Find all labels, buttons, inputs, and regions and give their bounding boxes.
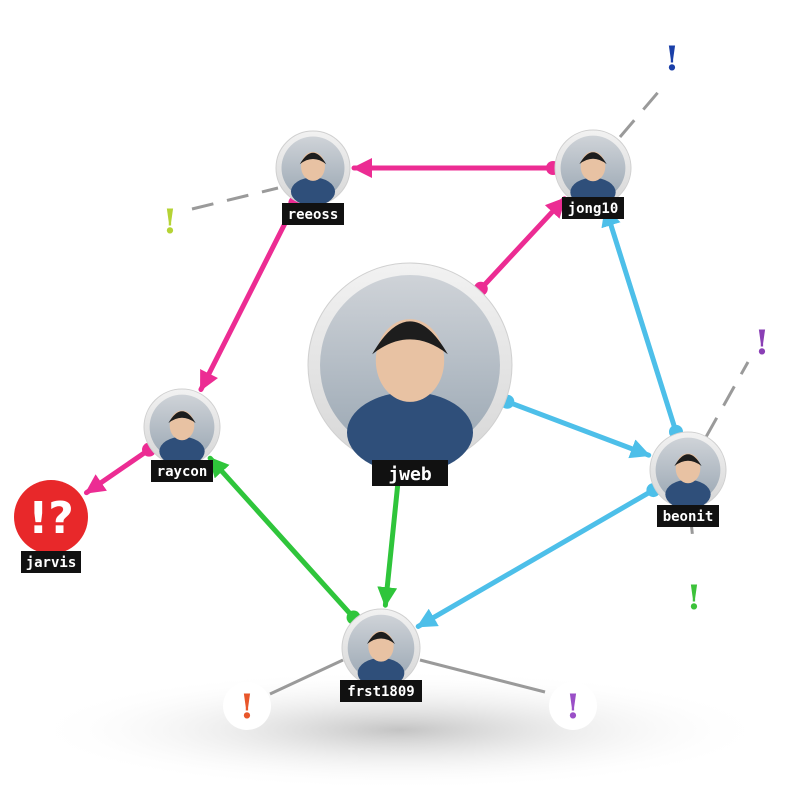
node-label-bg bbox=[282, 203, 344, 225]
node-label-bg bbox=[657, 505, 719, 527]
avatar-hair bbox=[372, 321, 448, 355]
edge-jweb-beonit bbox=[504, 399, 652, 459]
node-label-bg bbox=[372, 460, 448, 486]
unknown-avatar[interactable] bbox=[14, 480, 88, 554]
node-label: jarvis bbox=[26, 555, 77, 571]
node-jweb[interactable]: jweb bbox=[307, 262, 513, 486]
edge-reeoss-raycon bbox=[198, 200, 298, 393]
avatar-shoulders bbox=[159, 436, 205, 466]
edge-beonit-jong10 bbox=[601, 205, 679, 435]
avatar-shoulders bbox=[290, 177, 336, 206]
node-label-bg bbox=[562, 197, 624, 219]
node-label: beonit bbox=[663, 509, 714, 525]
avatar-shoulders bbox=[665, 479, 711, 509]
node-beonit[interactable]: beonit bbox=[649, 431, 727, 527]
exclamation-mark: ! bbox=[755, 323, 770, 363]
connector-line bbox=[191, 186, 279, 211]
node-jarvis[interactable]: !? jarvis bbox=[14, 480, 88, 573]
connector-line bbox=[704, 361, 750, 438]
node-raycon[interactable]: raycon bbox=[143, 388, 221, 482]
avatar-hair bbox=[168, 411, 196, 424]
node-label: frst1809 bbox=[347, 684, 414, 700]
mark-circle bbox=[549, 682, 597, 730]
node-frst1809[interactable]: frst1809 bbox=[340, 608, 422, 702]
connector-line bbox=[269, 658, 344, 696]
edge-beonit-frst1809 bbox=[415, 487, 656, 629]
node-label-bg bbox=[21, 551, 81, 573]
connector-line bbox=[618, 89, 662, 138]
node-label: raycon bbox=[157, 464, 208, 480]
avatar-hair bbox=[674, 454, 702, 467]
unknown-symbol: !? bbox=[28, 493, 74, 544]
node-label: jong10 bbox=[568, 201, 619, 217]
exclamation-mark: ! bbox=[566, 687, 581, 727]
connector-line bbox=[419, 658, 546, 694]
node-label-bg bbox=[151, 460, 213, 482]
avatar-hair bbox=[367, 631, 395, 645]
avatar-shoulders bbox=[347, 392, 473, 473]
node-label: reeoss bbox=[288, 207, 339, 223]
edge-frst1809-raycon bbox=[207, 455, 357, 621]
exclamation-mark: ! bbox=[240, 687, 255, 727]
edge-jweb-jong10 bbox=[478, 196, 567, 292]
exclamation-mark: ! bbox=[687, 578, 702, 618]
mark-circle bbox=[223, 682, 271, 730]
avatar-hair bbox=[299, 152, 327, 165]
node-label: jweb bbox=[388, 464, 432, 485]
node-jong10[interactable]: jong10 bbox=[554, 129, 632, 219]
exclamation-mark: ! bbox=[665, 39, 680, 79]
exclamation-mark: ! bbox=[163, 202, 178, 242]
edge-raycon-jarvis bbox=[83, 447, 152, 496]
node-label-bg bbox=[340, 680, 422, 702]
node-reeoss[interactable]: reeoss bbox=[275, 130, 351, 225]
edge-jweb-frst1809 bbox=[377, 465, 402, 608]
avatar-hair bbox=[579, 152, 607, 165]
